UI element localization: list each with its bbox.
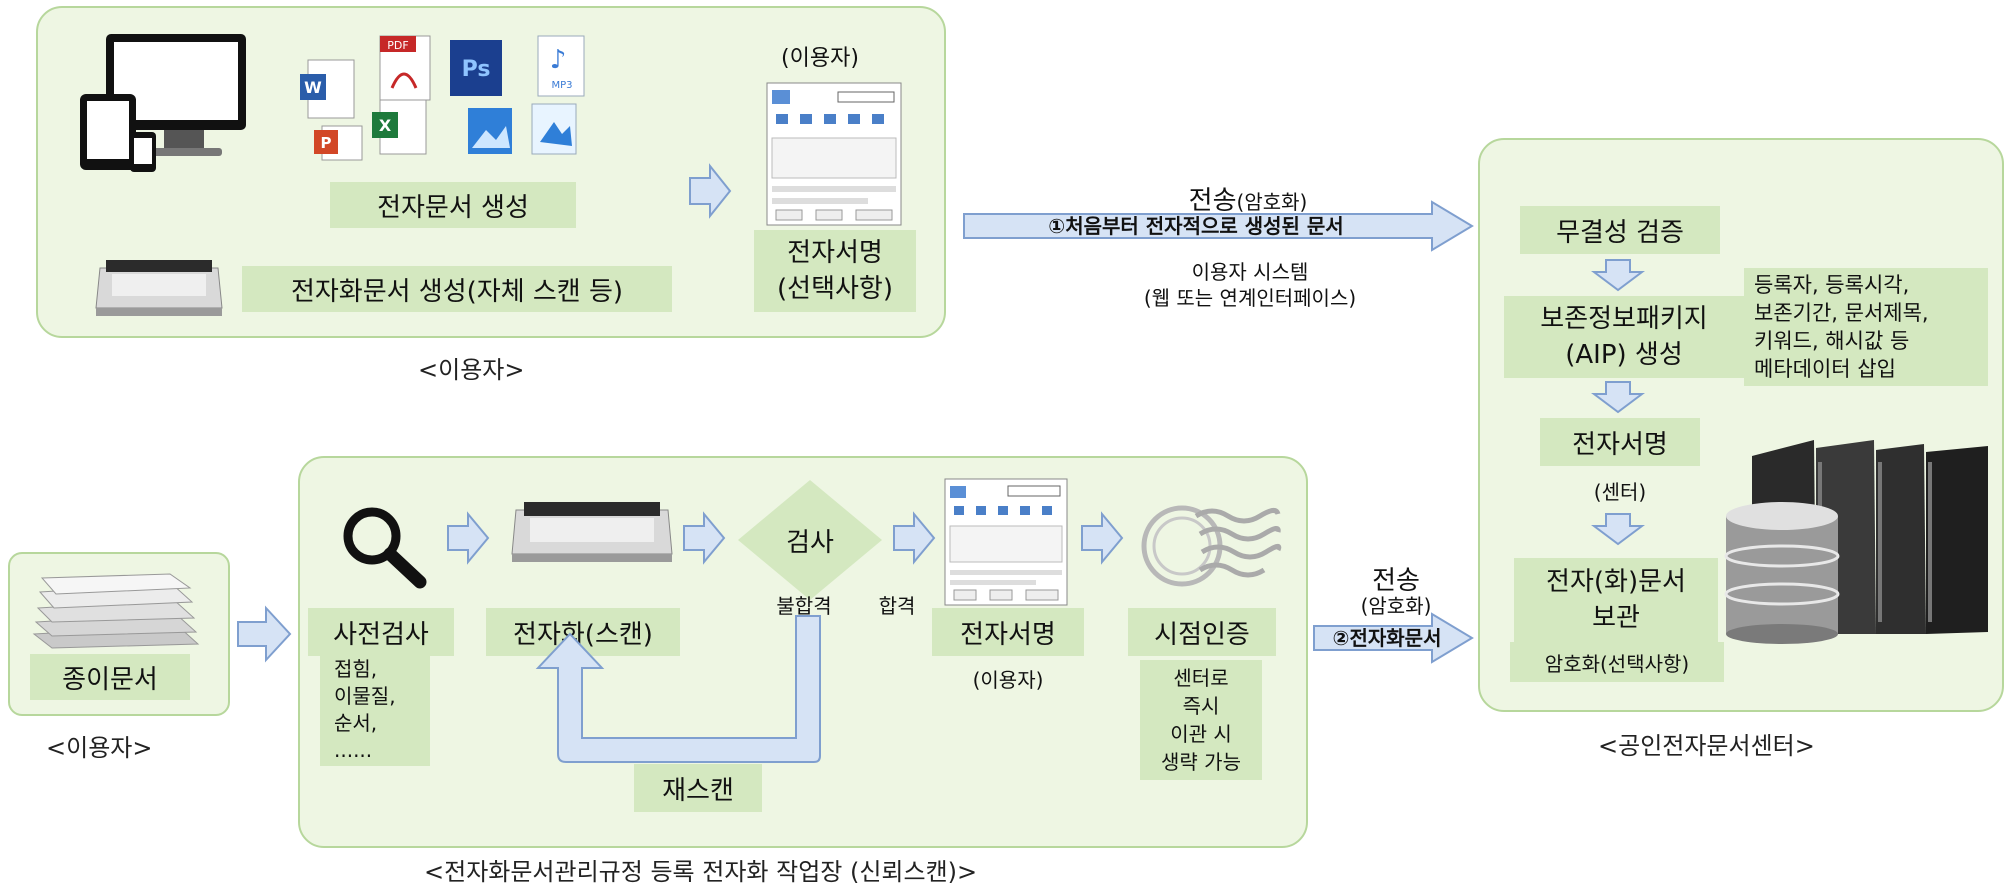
transfer2-title-sub: (암호화) [1360, 594, 1432, 618]
right-arrow [447, 511, 490, 565]
timestamp-note-line: 센터로 [1173, 666, 1229, 690]
store-line1: 전자(화)문서 [1546, 567, 1686, 597]
svg-text:P: P [321, 134, 332, 152]
metadata-line: 메타데이터 삽입 [1754, 357, 1896, 381]
transfer1-system: 이용자 시스템 [1191, 260, 1309, 284]
paper-label: 종이문서 [30, 654, 190, 700]
timestamp-note: 센터로 즉시 이관 시 생략 가능 [1140, 660, 1262, 780]
devices-icon [80, 34, 246, 172]
gear-file-icon [531, 103, 577, 155]
excel-file-icon: X [372, 99, 427, 155]
database-icon [1724, 502, 1840, 644]
integrity-label: 무결성 검증 [1520, 206, 1720, 254]
svg-text:Ps: Ps [462, 57, 491, 82]
timestamp-note-line: 이관 시 [1170, 722, 1232, 746]
doc-create-label: 전자문서 생성 [330, 182, 576, 228]
word-file-icon: W [300, 59, 355, 119]
powerpoint-file-icon: P [314, 125, 363, 161]
pass-label: 합격 [878, 594, 916, 618]
user-paren-label: (이용자) [781, 46, 859, 71]
transfer1-system-sub: (웹 또는 연계인터페이스) [1143, 286, 1357, 310]
precheck-item: 이물질, [334, 684, 396, 708]
transfer2-arrow [1313, 612, 1474, 664]
postmark-stamp-icon [1141, 505, 1282, 587]
metadata-line: 키워드, 해시값 등 [1754, 329, 1910, 353]
svg-text:MP3: MP3 [551, 80, 572, 91]
transfer1-title-sub: (암호화) [1236, 190, 1308, 214]
transfer1-arrow-label: ①처음부터 전자적으로 생성된 문서 [1048, 214, 1344, 238]
timestamp-label: 시점인증 [1128, 608, 1276, 656]
rescan-label: 재스캔 [634, 764, 762, 812]
right-arrow [1081, 511, 1124, 565]
precheck-item: 접힘, [334, 657, 378, 681]
fail-label: 불합격 [776, 594, 832, 618]
store-line2: 보관 [1592, 603, 1640, 633]
aip-line2: (AIP) 생성 [1565, 340, 1683, 370]
mp3-file-icon: ♪ MP3 [537, 35, 585, 97]
photoshop-file-icon: Ps [450, 40, 502, 96]
center-panel-caption: <공인전자문서센터> [1598, 732, 1815, 760]
precheck-label: 사전검사 [308, 608, 454, 656]
down-arrow [1591, 259, 1645, 292]
down-arrow [1591, 381, 1645, 414]
right-arrow [689, 163, 732, 219]
signing-form-thumbnail [766, 82, 902, 226]
metadata-line: 보존기간, 문서제목, [1754, 301, 1929, 325]
pdf-file-icon: PDF [379, 35, 431, 101]
right-arrow [683, 511, 726, 565]
rescan-loop-arrow [535, 615, 821, 763]
transfer2-arrow-label: ②전자화문서 [1332, 626, 1442, 650]
right-arrow [237, 605, 292, 663]
paper-caption: <이용자> [46, 734, 153, 762]
transfer1-title: 전송(암호화) [1148, 180, 1348, 217]
transfer2-title: 전송 [1372, 566, 1420, 596]
workshop-sign-label: 전자서명 [932, 608, 1084, 656]
scanner-icon [95, 260, 223, 316]
precheck-item: ...... [334, 738, 373, 762]
image-file-icon [468, 108, 512, 154]
precheck-item: 순서, [334, 711, 378, 735]
user-panel-caption: <이용자> [418, 356, 525, 384]
svg-text:♪: ♪ [550, 45, 567, 75]
aip-line1: 보존정보패키지 [1540, 304, 1708, 334]
signing-form-thumbnail [944, 478, 1068, 606]
down-arrow [1591, 513, 1645, 546]
scan-label: 전자화(스캔) [486, 608, 680, 656]
right-arrow [893, 511, 936, 565]
workshop-caption: <전자화문서관리규정 등록 전자화 작업장 (신뢰스캔)> [424, 858, 978, 886]
transfer1-title-main: 전송 [1188, 186, 1237, 216]
svg-text:W: W [304, 78, 322, 97]
store-label: 전자(화)문서 보관 [1514, 558, 1718, 642]
timestamp-note-line: 즉시 [1182, 694, 1220, 718]
scanner-icon [511, 502, 673, 562]
inspect-label: 검사 [786, 528, 834, 558]
user-sign-label: 전자서명 (선택사항) [754, 230, 916, 312]
scan-create-label: 전자화문서 생성(자체 스캔 등) [242, 266, 672, 312]
encrypt-label: 암호화(선택사항) [1510, 642, 1724, 682]
aip-label: 보존정보패키지 (AIP) 생성 [1504, 296, 1744, 378]
center-sign-sub: (센터) [1593, 480, 1647, 504]
svg-text:X: X [379, 116, 392, 135]
workshop-sign-sub: (이용자) [972, 668, 1044, 692]
precheck-items: 접힘, 이물질, 순서, ...... [320, 654, 430, 766]
metadata-line: 등록자, 등록시각, [1754, 273, 1910, 297]
file-icons: W PDF Ps ♪ MP3 X P [300, 35, 585, 161]
transfer1-arrow [963, 200, 1474, 252]
svg-text:PDF: PDF [387, 39, 408, 52]
metadata-note: 등록자, 등록시각, 보존기간, 문서제목, 키워드, 해시값 등 메타데이터 … [1744, 268, 1988, 386]
magnifier-icon [343, 507, 427, 589]
user-sign-line2: (선택사항) [777, 274, 893, 304]
timestamp-note-line: 생략 가능 [1161, 750, 1241, 774]
center-sign-label: 전자서명 [1540, 418, 1700, 466]
server-icon [1724, 440, 1988, 644]
user-sign-line1: 전자서명 [787, 238, 883, 268]
paper-stack-icon [32, 573, 200, 649]
inspect-diamond [738, 480, 882, 600]
